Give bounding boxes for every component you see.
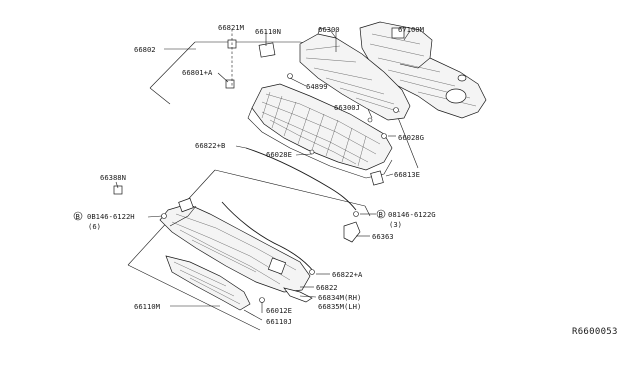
label-08146-6122g-qty: (3) bbox=[389, 220, 402, 229]
washer-hose-b bbox=[245, 147, 357, 211]
svg-text:B: B bbox=[379, 210, 383, 219]
svg-text:B: B bbox=[76, 212, 80, 221]
label-66821m: 66821M bbox=[218, 23, 245, 32]
label-66834m: 66834M(RH) bbox=[318, 293, 361, 302]
label-66300j: 66300J bbox=[334, 103, 360, 112]
label-66363: 66363 bbox=[372, 232, 394, 241]
cowl-top-part bbox=[299, 27, 411, 121]
bolt-marker-lower-right: B bbox=[376, 209, 386, 219]
label-66300: 66300 bbox=[318, 25, 340, 34]
washer-hose-a bbox=[221, 201, 315, 273]
label-66388n: 66388N bbox=[100, 173, 126, 182]
label-66012e: 66012E bbox=[266, 306, 292, 315]
seal-66110m bbox=[165, 255, 251, 311]
label-64899: 64899 bbox=[306, 82, 328, 91]
label-66801a: 66801+A bbox=[182, 68, 213, 77]
label-67100m: 67100M bbox=[398, 25, 425, 34]
label-66822: 66822 bbox=[316, 283, 338, 292]
leader-lines bbox=[115, 29, 411, 321]
label-66802: 66802 bbox=[134, 45, 156, 54]
label-66835m: 66835M(LH) bbox=[318, 302, 361, 311]
strip-66834m bbox=[283, 287, 313, 303]
label-66822b: 66822+B bbox=[195, 141, 225, 150]
bracket-66363 bbox=[343, 221, 361, 243]
label-66028g: 66028G bbox=[398, 133, 424, 142]
label-08146-6122h-qty: (6) bbox=[88, 222, 101, 231]
bolt-marker-lower-left: B bbox=[73, 211, 83, 221]
clip-66388n bbox=[113, 185, 123, 195]
cowl-top-grille-part bbox=[247, 83, 393, 186]
label-66110n: 66110N bbox=[255, 27, 281, 36]
label-66110j: 66110J bbox=[266, 317, 292, 326]
label-66822a: 66822+A bbox=[332, 270, 363, 279]
label-66813e: 66813E bbox=[394, 170, 420, 179]
cowl-lower-part bbox=[159, 197, 311, 293]
label-08146-6122g: 08146-6122G bbox=[388, 210, 436, 219]
label-08146-6122h: 0B146-6122H bbox=[87, 212, 135, 221]
label-66028e: 66028E bbox=[266, 150, 292, 159]
clip-66012e-icon bbox=[259, 297, 265, 303]
dash-panel-upper-part bbox=[359, 21, 487, 119]
reference-code: R6600053 bbox=[572, 327, 618, 337]
label-66110m: 66110M bbox=[134, 302, 161, 311]
